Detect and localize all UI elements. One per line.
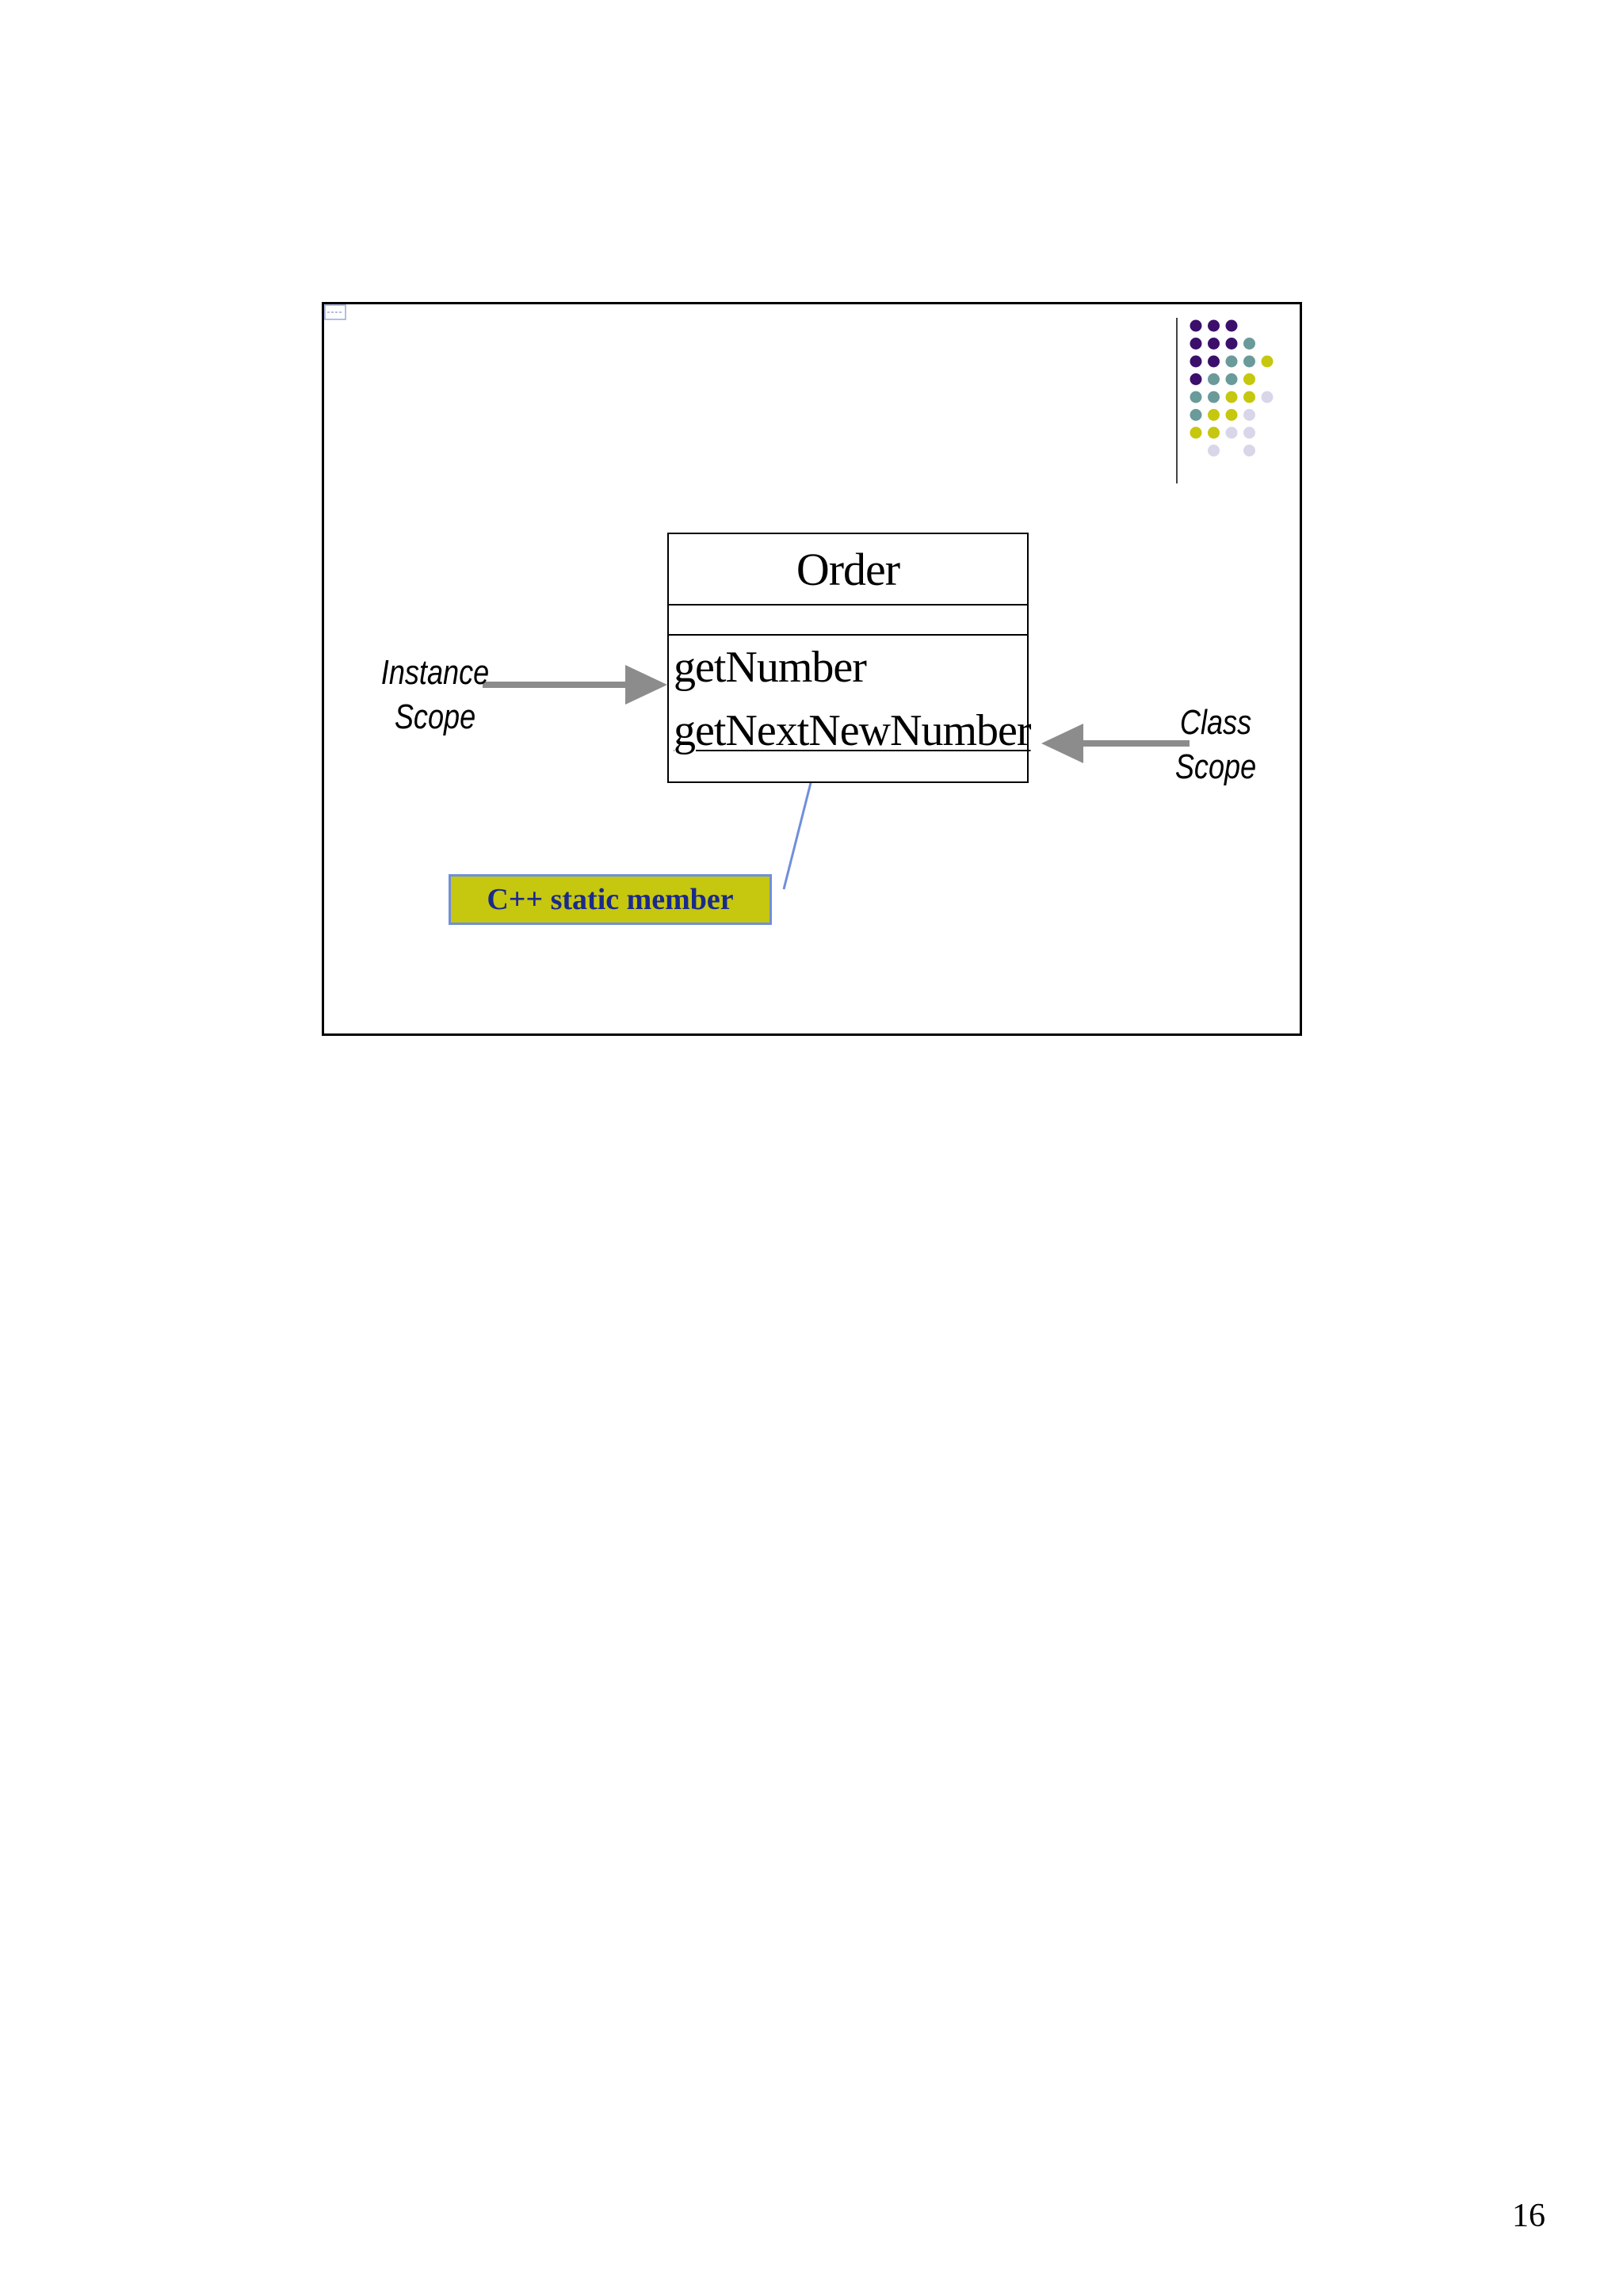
uml-operations-compartment: getNumber getNextNewNumber [669,636,1032,762]
decor-dot [1208,373,1220,385]
decor-dot [1225,426,1238,439]
decor-dot [1190,426,1202,439]
operation-get-number: getNumber [674,643,867,692]
decor-dot [1243,338,1255,350]
decor-dot [1225,319,1238,332]
decor-dot [1225,373,1238,385]
decor-dot [1190,355,1202,368]
decor-dot [1190,391,1202,403]
decor-dot [1225,338,1238,350]
decor-dot [1261,355,1274,368]
decor-dot-grid [1190,319,1274,457]
slide-graphics [483,318,1274,890]
decor-dot [1261,391,1274,403]
uml-class-box: Order getNumber getNextNewNumber [667,533,1032,783]
decor-dot [1190,373,1202,385]
page-number: 16 [1512,2198,1545,2234]
decor-dot [1208,426,1220,439]
slide-footer-icon [324,304,346,320]
slide: Order getNumber getNextNewNumber Instanc… [322,302,1302,1036]
operation-get-next-new-number: getNextNewNumber [674,706,1032,755]
instance-scope-label-line1: Instance [380,653,490,692]
class-scope-label-line1: Class [1179,703,1252,742]
instance-scope-label: Instance Scope [370,651,500,739]
decor-dot [1208,355,1220,368]
decor-dot [1243,355,1255,368]
class-scope-label-line2: Scope [1174,747,1257,786]
instance-scope-arrow [483,665,667,705]
decor-dot [1243,426,1255,439]
decor-dot [1190,319,1202,332]
class-scope-arrow [1041,724,1190,763]
decor-dot [1190,338,1202,350]
instance-scope-label-line2: Scope [394,697,476,736]
cpp-static-member-note: C++ static member [449,874,772,925]
decor-dot [1243,445,1255,457]
decor-dot [1208,445,1220,457]
decor-dot [1225,409,1238,421]
decor-dot [1243,373,1255,385]
class-scope-label: Class Scope [1160,701,1270,789]
decor-dot [1225,355,1238,368]
decor-dot [1225,391,1238,403]
decor-dot [1208,391,1220,403]
uml-attributes-compartment [669,606,1027,636]
decor-dot [1243,391,1255,403]
decor-dot [1243,409,1255,421]
decor-dot [1208,409,1220,421]
decor-dot [1208,319,1220,332]
decor-dot [1208,338,1220,350]
decor-dot [1190,409,1202,421]
uml-class-name: Order [669,534,1027,606]
